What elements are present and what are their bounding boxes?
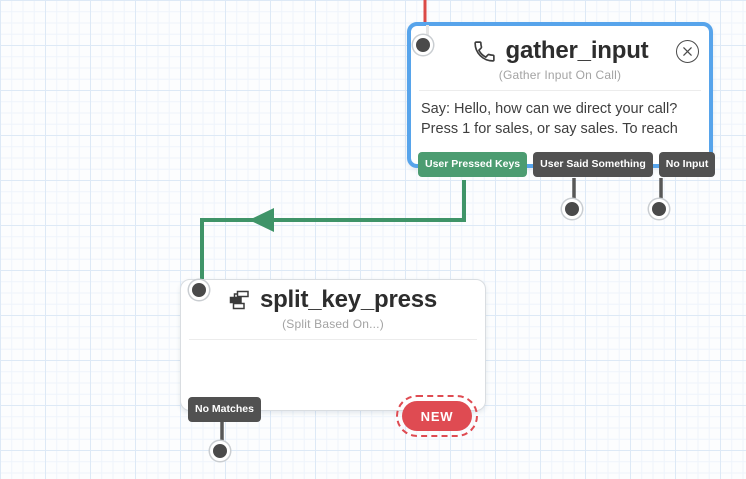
split-divider bbox=[189, 339, 477, 340]
badge-user-pressed-keys[interactable]: User Pressed Keys bbox=[418, 152, 528, 177]
no-matches-output-port[interactable] bbox=[210, 441, 230, 461]
node-gather-input[interactable]: gather_input (Gather Input On Call) Say:… bbox=[407, 22, 716, 177]
split-node-title: split_key_press bbox=[259, 286, 438, 313]
gather-body-line1: Say: Hello, how can we direct your call? bbox=[421, 101, 678, 117]
close-icon[interactable] bbox=[676, 40, 699, 63]
gather-node-header: gather_input bbox=[411, 37, 709, 65]
badge-user-said-something[interactable]: User Said Something bbox=[533, 152, 653, 177]
gather-transition-badges: User Pressed Keys User Said Something No… bbox=[418, 152, 716, 177]
new-transition-button[interactable]: NEW bbox=[396, 395, 478, 437]
said-something-output-port[interactable] bbox=[562, 199, 582, 219]
pressed-keys-green-wire bbox=[200, 180, 466, 285]
gather-body-line2: Press 1 for sales, or say sales. To reac… bbox=[421, 121, 678, 137]
split-node-header: split_key_press bbox=[181, 286, 485, 314]
split-icon bbox=[229, 289, 251, 311]
new-button-label: NEW bbox=[402, 401, 472, 431]
gather-input-port[interactable] bbox=[413, 35, 433, 55]
phone-icon bbox=[472, 39, 497, 64]
gather-node-subtitle: (Gather Input On Call) bbox=[498, 68, 622, 82]
gather-node-body: Say: Hello, how can we direct your call?… bbox=[411, 91, 709, 139]
green-wire-arrowhead-icon bbox=[249, 208, 274, 232]
gather-divider bbox=[419, 90, 701, 91]
split-node-subtitle: (Split Based On...) bbox=[282, 317, 384, 331]
gather-input-port-stub bbox=[426, 25, 429, 39]
node-split-key-press[interactable]: split_key_press (Split Based On...) No M… bbox=[180, 279, 486, 437]
no-input-output-port[interactable] bbox=[649, 199, 669, 219]
badge-no-input[interactable]: No Input bbox=[658, 152, 716, 177]
gather-node-title: gather_input bbox=[505, 37, 649, 64]
badge-no-matches[interactable]: No Matches bbox=[188, 397, 261, 422]
split-input-port[interactable] bbox=[189, 280, 209, 300]
